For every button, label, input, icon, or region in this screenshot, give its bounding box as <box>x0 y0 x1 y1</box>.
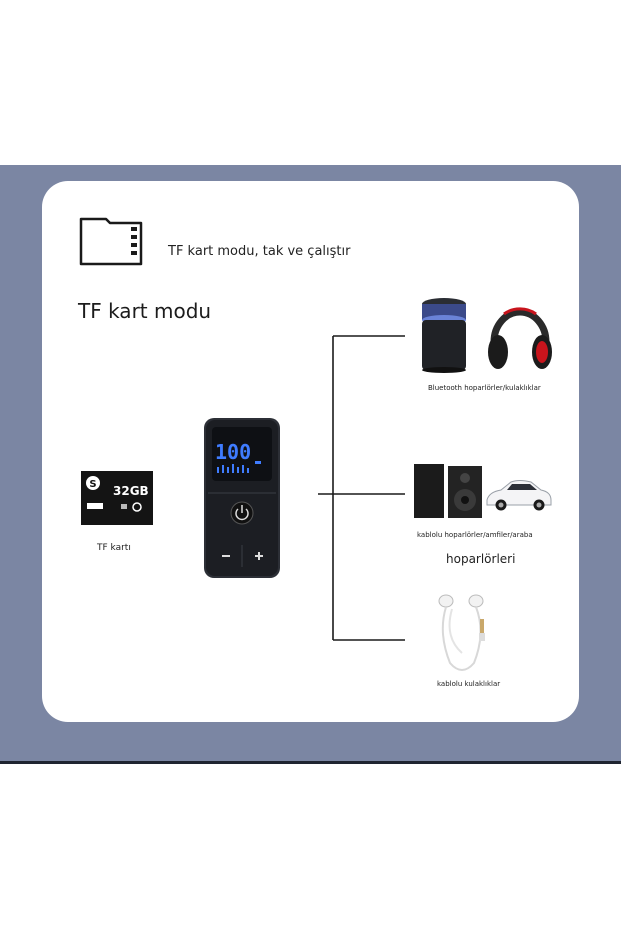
wired-caption: kablolu hoparlörler/amfiler/araba <box>417 531 533 539</box>
earphones-caption: kablolu kulaklıklar <box>437 680 501 688</box>
earphones-image <box>438 594 485 671</box>
svg-text:S: S <box>89 479 96 490</box>
headphones-image <box>488 307 552 369</box>
header-text: TF kart modu, tak ve çalıştır <box>168 244 351 259</box>
bluetooth-speaker-image <box>422 298 466 373</box>
device-display-value: 100 <box>215 440 251 464</box>
bottom-divider <box>0 761 621 764</box>
sd-card-image: S 32GB <box>81 471 153 525</box>
sd-card-icon <box>79 217 143 266</box>
sd-card-label: TF kartı <box>97 543 131 553</box>
mode-title: TF kart modu <box>78 299 212 323</box>
speakers-caption: hoparlörleri <box>446 552 516 566</box>
content-card <box>42 181 579 722</box>
bluetooth-caption: Bluetooth hoparlörler/kulaklıklar <box>428 384 541 392</box>
bookshelf-speakers-image <box>414 464 482 518</box>
receiver-device-image: 100 <box>204 418 280 578</box>
car-image <box>486 480 552 511</box>
sd-card-capacity: 32GB <box>113 484 149 498</box>
